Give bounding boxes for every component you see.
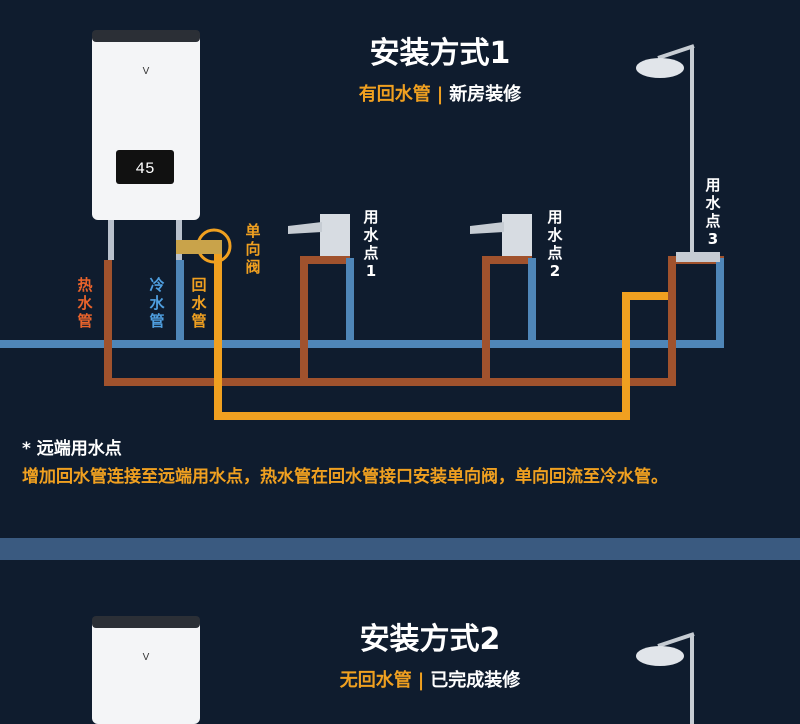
water-heater-1: V 45 [92, 30, 200, 220]
label-point-3: 用水点3 [705, 176, 721, 248]
heater-display: 45 [135, 160, 154, 178]
section2-subtitle-rest: 已完成装修 [430, 670, 521, 691]
section1-subtitle-highlight: 有回水管 [358, 84, 431, 105]
shower-section2 [636, 632, 695, 724]
label-point-1: 用水点1 [363, 208, 379, 280]
section2-subtitle-highlight: 无回水管 [339, 670, 412, 691]
faucet-1 [288, 214, 354, 386]
faucet-2 [470, 214, 536, 386]
section-divider [0, 538, 800, 560]
cold-riser [176, 260, 184, 348]
section1-title: 安装方式1 [369, 36, 511, 71]
return-main-pipe [214, 412, 630, 420]
section2-subtitle: 无回水管|已完成装修 [220, 666, 640, 692]
valve-fitting [176, 240, 222, 254]
section2-title: 安装方式2 [359, 622, 501, 657]
note: * 远端用水点 增加回水管连接至远端用水点，热水管在回水管接口安装单向阀，单向回… [22, 434, 782, 491]
note-heading: * 远端用水点 [22, 439, 122, 459]
return-riser [214, 250, 222, 420]
label-hot-pipe: 热水管 [77, 276, 93, 330]
section1-subtitle: 有回水管|新房装修 [230, 80, 650, 106]
section2-subtitle-separator: | [417, 670, 425, 691]
return-far-riser [622, 296, 630, 420]
water-heater-2: V [92, 616, 200, 724]
shower-3 [636, 44, 724, 386]
return-far-connector [622, 292, 672, 300]
svg-text:V: V [143, 66, 150, 77]
section1-subtitle-separator: | [436, 84, 444, 105]
hot-main-pipe [104, 378, 676, 386]
label-point-2: 用水点2 [547, 208, 563, 280]
section1-subtitle-rest: 新房装修 [449, 84, 522, 105]
heater-outlet-hot [108, 220, 114, 260]
cold-main-pipe [0, 340, 720, 348]
hot-riser [104, 260, 112, 386]
label-cold-pipe: 冷水管 [149, 276, 165, 330]
note-body: 增加回水管连接至远端用水点，热水管在回水管接口安装单向阀，单向回流至冷水管。 [22, 467, 668, 487]
svg-text:V: V [143, 652, 150, 663]
label-check-valve: 单向阀 [245, 222, 261, 276]
label-return-pipe: 回水管 [191, 276, 207, 330]
